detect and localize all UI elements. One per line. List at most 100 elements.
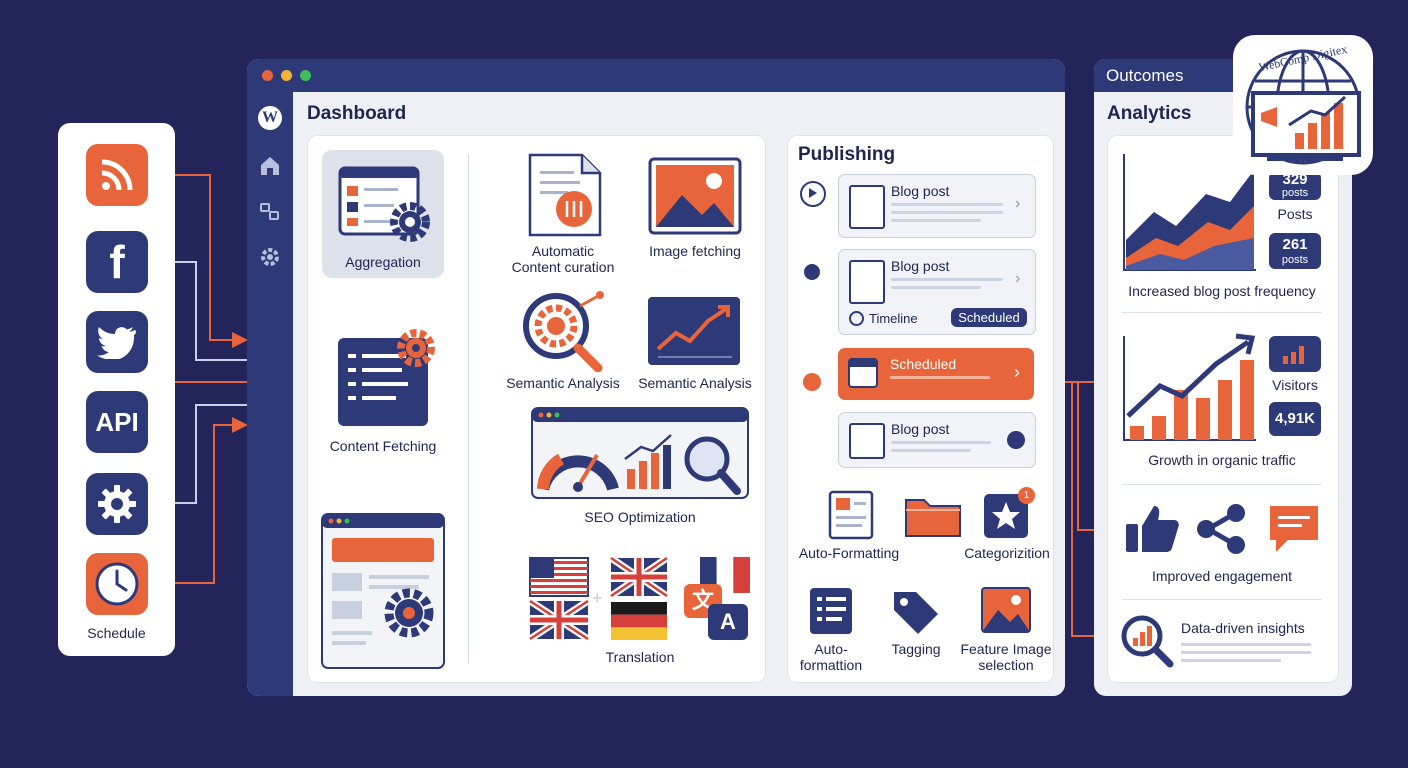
post-frequency-area-chart: [1123, 154, 1256, 271]
facebook-icon[interactable]: f: [86, 231, 148, 293]
window-maximize-dot[interactable]: [300, 70, 311, 81]
image-fetching-icon: [648, 157, 742, 235]
posts-label: Posts: [1277, 206, 1313, 222]
semantic-analysis-label-1: Semantic Analysis: [506, 375, 620, 391]
semantic-analysis-label-2: Semantic Analysis: [638, 375, 752, 391]
tag-icon: [894, 592, 938, 634]
posts-badge-top-unit: posts: [1281, 187, 1309, 199]
categorization-label: Categorizition: [964, 545, 1050, 561]
chevron-right-icon: ›: [1015, 195, 1021, 212]
auto-formattion-label: Auto- formattion: [799, 641, 863, 673]
play-button-icon[interactable]: [1007, 431, 1025, 449]
dashboard-title: Dashboard: [307, 103, 407, 124]
aggregation-icon: [338, 166, 430, 242]
logo-globe-icon: [1245, 49, 1361, 165]
posts-badge-value: 261: [1282, 236, 1308, 253]
divider: [1122, 312, 1322, 313]
play-triangle-icon: [809, 188, 817, 198]
translation-label: Translation: [605, 649, 675, 665]
scheduled-badge[interactable]: Scheduled: [951, 308, 1027, 327]
image-fetching-label: Image fetching: [649, 243, 741, 259]
category-star-icon: [984, 494, 1028, 538]
blog-post-card-2[interactable]: Blog post › Timeline Scheduled: [838, 249, 1036, 335]
window-close-dot[interactable]: [262, 70, 273, 81]
rss-icon[interactable]: [86, 144, 148, 206]
thumbs-up-icon: [1126, 506, 1179, 552]
outcomes-header: Outcomes: [1106, 66, 1184, 85]
dashboard-sidebar: [247, 92, 293, 696]
media-icon[interactable]: [258, 200, 282, 224]
home-icon[interactable]: [258, 154, 282, 178]
document-icon: [849, 423, 885, 459]
analytics-title: Analytics: [1107, 103, 1192, 124]
feature-image-label: Feature Image selection: [960, 641, 1052, 673]
plus-icon: +: [592, 588, 603, 608]
increased-frequency-label: Increased blog post frequency: [1128, 283, 1316, 299]
organic-traffic-bar-chart: [1123, 333, 1256, 441]
schedule-label: Schedule: [87, 625, 146, 641]
posts-badge-top-value: 329: [1282, 171, 1308, 188]
browser-mock-icon: [321, 513, 445, 669]
posts-badge: 261 posts: [1269, 233, 1321, 269]
blog-post-card-1[interactable]: Blog post ›: [838, 174, 1036, 238]
auto-formatting-label: Auto-Formatting: [798, 545, 900, 561]
scheduled-card[interactable]: Scheduled ›: [838, 348, 1034, 400]
wordpress-icon[interactable]: W: [258, 106, 282, 130]
facebook-glyph: f: [109, 236, 125, 288]
uk-flag-icon: [610, 557, 668, 597]
logo-badge: WebComp Digitex: [1233, 35, 1373, 175]
engagement-label: Improved engagement: [1151, 568, 1293, 584]
divider: [1122, 599, 1322, 600]
list-document-icon: [810, 588, 852, 634]
blog-post-card-3[interactable]: Blog post: [838, 412, 1036, 468]
publishing-title: Publishing: [798, 144, 896, 165]
translate-icon-front: A: [708, 604, 748, 640]
insights-label: Data-driven insights: [1181, 620, 1305, 636]
organic-growth-label: Growth in organic traffic: [1148, 452, 1296, 468]
feature-image-icon: [981, 587, 1031, 633]
api-label: API: [95, 406, 139, 437]
api-icon[interactable]: API: [86, 391, 148, 453]
twitter-icon[interactable]: [86, 311, 148, 373]
blog-post-title-1: Blog post: [891, 183, 950, 199]
settings-source-icon[interactable]: [86, 473, 148, 535]
content-fetching-label: Content Fetching: [329, 438, 437, 454]
timeline-play-icon[interactable]: [800, 181, 826, 207]
settings-icon[interactable]: [258, 245, 282, 269]
document-icon: [849, 260, 885, 304]
folder-icon: [905, 499, 961, 537]
us-flag-icon: [529, 557, 589, 597]
timeline-node-2: [804, 264, 820, 280]
uk-flag-icon-2: [529, 600, 589, 640]
seo-label: SEO Optimization: [584, 509, 696, 525]
chevron-right-icon: ›: [1015, 270, 1021, 287]
chevron-right-icon: ›: [1014, 362, 1020, 382]
semantic-analysis-search-icon: [523, 291, 604, 372]
clock-icon[interactable]: [86, 553, 148, 615]
comment-icon: [1270, 506, 1318, 552]
visitors-value-badge: 4,91K: [1269, 402, 1321, 436]
curation-document-icon: [528, 153, 602, 237]
timeline-label: Timeline: [869, 311, 918, 326]
content-fetching-icon: [338, 329, 435, 426]
tagging-label: Tagging: [891, 641, 941, 657]
aggregation-label: Aggregation: [345, 254, 421, 270]
semantic-analysis-chart-icon: [648, 297, 740, 365]
automatic-curation-label: Automatic Content curation: [511, 243, 615, 275]
blog-post-title-2: Blog post: [891, 258, 950, 274]
visitors-chart-badge: [1269, 336, 1321, 372]
insights-magnifier-icon: [1121, 615, 1174, 668]
share-icon: [1197, 504, 1245, 554]
german-flag-icon: [611, 602, 667, 640]
pane-divider: [468, 154, 469, 664]
mini-bar-chart-icon: [1283, 346, 1304, 364]
blog-post-title-3: Blog post: [891, 421, 950, 437]
divider: [1122, 484, 1322, 485]
calendar-icon: [848, 358, 878, 388]
visitors-label: Visitors: [1272, 377, 1318, 393]
posts-badge-top: 329 posts: [1269, 172, 1321, 200]
window-minimize-dot[interactable]: [281, 70, 292, 81]
window-titlebar: [247, 59, 1065, 92]
auto-formatting-icon: [828, 490, 874, 540]
document-icon: [849, 185, 885, 229]
